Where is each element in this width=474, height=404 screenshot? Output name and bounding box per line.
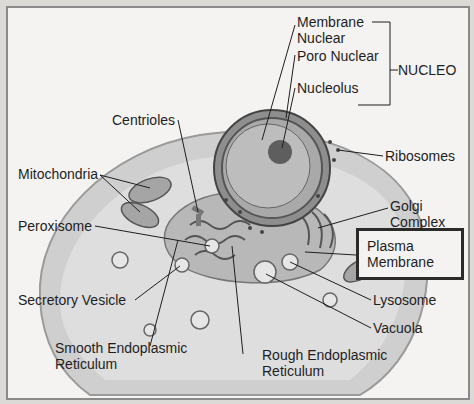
node-text: Plasma Membrane [367,238,453,270]
part-label: Mitochondria [18,166,118,182]
part-label: Rough Endoplasmic Reticulum [262,347,402,379]
part-label: Vacuola [373,320,463,336]
part-label: Lysosome [373,292,463,308]
part-label: Smooth Endoplasmic Reticulum [55,340,195,372]
part-label: Ribosomes [385,148,470,164]
part-label: Nucleolus [297,80,387,96]
part-label: Golgi Complex [390,198,460,230]
highlight-box: Plasma Membrane [356,228,464,280]
part-label: NUCLEO [398,62,468,78]
part-label: Centrioles [112,112,192,128]
part-label: Peroxisome [18,218,108,234]
part-label: Secretory Vesicle [18,292,143,308]
part-label: Membrane Nuclear [297,14,369,46]
part-label: Poro Nuclear [297,48,407,64]
